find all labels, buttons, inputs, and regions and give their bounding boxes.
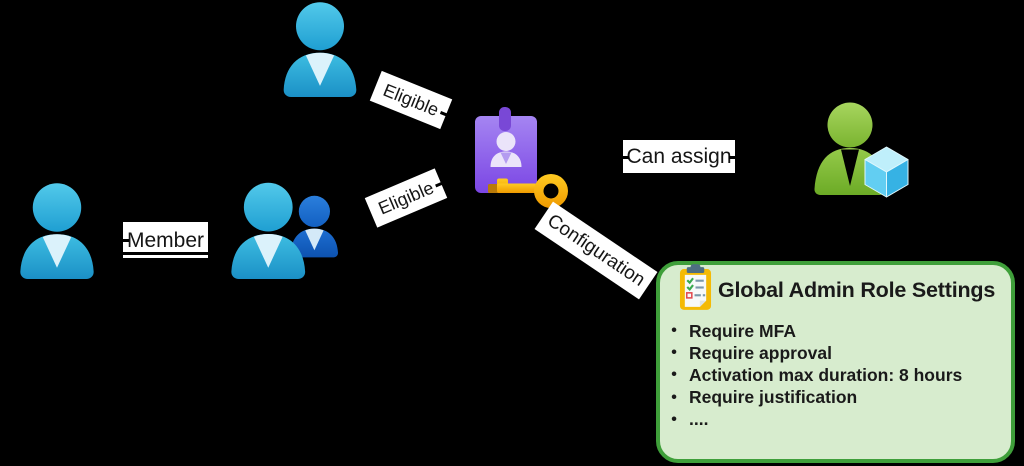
arrow-fragment — [439, 111, 449, 118]
arrow-fragment — [121, 239, 129, 243]
group-icon — [231, 182, 339, 279]
can-assign-label: Can assign — [621, 140, 737, 173]
arrow-fragment — [729, 155, 737, 159]
eligible-top-label-text: Eligible — [380, 79, 442, 121]
badge-clip — [499, 107, 511, 131]
bullet-dot: • — [671, 366, 677, 384]
configuration-label-text: Configuration — [543, 210, 649, 291]
eligible-bottom-label-text: Eligible — [375, 177, 437, 219]
pim-role-badge-icon — [475, 107, 568, 208]
bullet-dot: • — [671, 410, 677, 428]
bullet-dot: • — [671, 322, 677, 340]
resource-cube-icon — [864, 146, 909, 198]
role-settings-item-text: Require approval — [689, 342, 832, 363]
badge-person-silhouette — [490, 132, 522, 167]
user-icon-left — [20, 183, 94, 279]
role-settings-card: Global Admin Role Settings • Require MFA … — [656, 261, 1015, 463]
role-settings-item: • Require approval — [662, 342, 1002, 364]
eligible-top-label: Eligible — [369, 70, 453, 130]
role-settings-item: •.... — [662, 409, 1002, 431]
bullet-dot: • — [671, 344, 677, 362]
role-settings-title: Global Admin Role Settings — [718, 278, 996, 302]
member-label: Member — [121, 222, 208, 258]
user-icon-top — [283, 2, 357, 97]
role-settings-item-text: .... — [689, 409, 709, 430]
arrow-fragment — [435, 181, 444, 188]
can-assign-label-text: Can assign — [626, 145, 732, 168]
role-settings-item-text: Require justification — [689, 387, 858, 408]
arrow-line-fragment — [123, 252, 208, 255]
group-large-user — [231, 182, 306, 279]
eligible-bottom-label: Eligible — [364, 168, 448, 228]
clipboard-icon — [679, 264, 712, 310]
role-settings-item-text: Activation max duration: 8 hours — [689, 364, 963, 385]
role-settings-item: • Activation max duration: 8 hours — [662, 364, 1002, 386]
configuration-label: Configuration — [534, 201, 658, 300]
bullet-dot: • — [671, 388, 677, 406]
arrow-fragment — [621, 155, 629, 159]
role-settings-item: • Require MFA — [662, 320, 1002, 342]
role-settings-item-text: Require MFA — [689, 320, 796, 341]
member-label-text: Member — [126, 228, 205, 252]
admin-user-icon — [814, 102, 909, 198]
role-settings-list: • Require MFA • Require approval • Activati… — [662, 320, 1002, 431]
role-settings-item: • Require justification — [662, 387, 1002, 409]
key-icon — [488, 174, 568, 208]
group-small-user — [290, 195, 339, 258]
